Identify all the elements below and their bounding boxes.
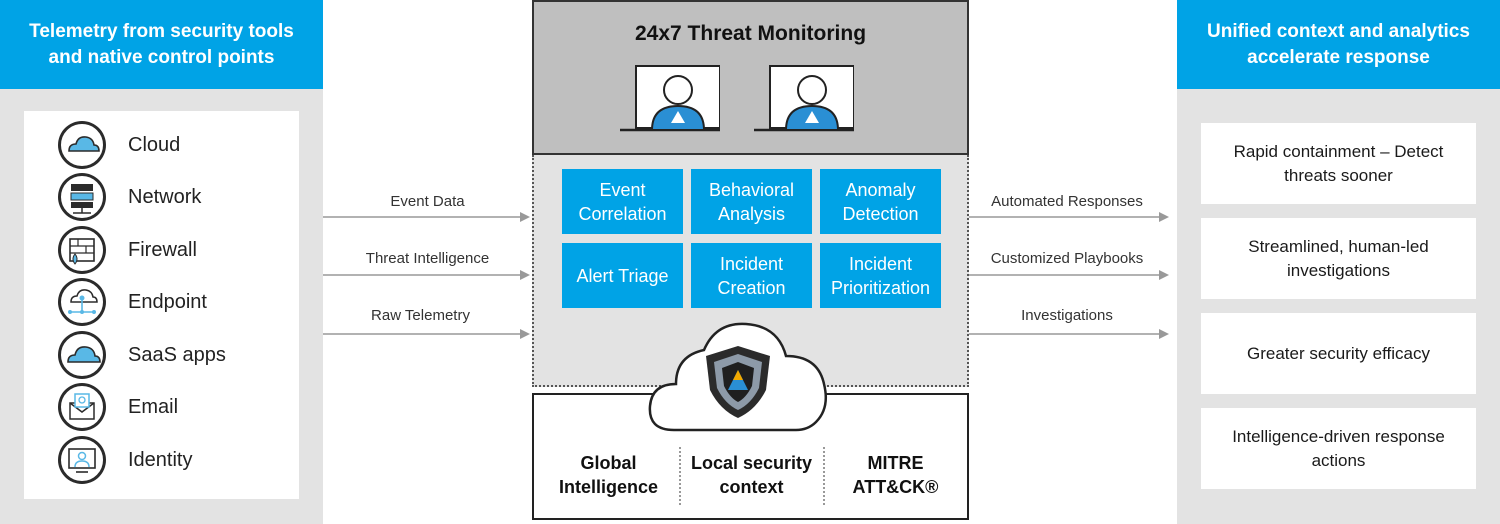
intel-mitre: MITRE ATT&CK®: [852, 453, 939, 497]
telemetry-header: Telemetry from security tools and native…: [0, 0, 323, 89]
source-item-firewall: Firewall: [58, 226, 197, 274]
intel-global: Global Intelligence: [558, 453, 659, 497]
input-label-threat-intelligence: Threat Intelligence: [365, 250, 490, 267]
source-item-network: Network: [58, 173, 201, 221]
telemetry-panel: Telemetry from security tools and native…: [0, 0, 323, 524]
source-label-cloud: Cloud: [128, 133, 181, 156]
analyst-monitor-icon: [754, 65, 854, 132]
intelligence-box: Global Intelligence Local security conte…: [532, 393, 969, 520]
input-label-raw-telemetry: Raw Telemetry: [371, 307, 470, 324]
source-label-firewall: Firewall: [128, 238, 197, 261]
firewall-icon: [58, 226, 106, 274]
source-label-saas: SaaS apps: [128, 343, 226, 366]
response-header: Unified context and analytics accelerate…: [1177, 0, 1500, 89]
output-arrow-customized-playbooks: [969, 270, 1169, 280]
source-label-identity: Identity: [128, 448, 193, 471]
output-label-customized-playbooks: Customized Playbooks: [990, 250, 1144, 267]
outcome-rapid-containment: Rapid containment – Detect threats soone…: [1201, 123, 1476, 204]
source-item-email: Email: [58, 383, 178, 431]
cloud-icon: [58, 121, 106, 169]
outcome-intelligence-driven: Intelligence-driven response actions: [1201, 408, 1476, 489]
telemetry-source-list: Cloud Network Firewall: [24, 111, 299, 499]
function-incident-prioritization: Incident Prioritization: [820, 243, 941, 308]
saas-cloud-icon: [58, 331, 106, 379]
source-item-endpoint: Endpoint: [58, 278, 207, 326]
threat-monitoring-box: 24x7 Threat Monitoring: [532, 0, 969, 155]
shield-cloud-icon: [648, 322, 827, 432]
output-label-investigations: Investigations: [1021, 307, 1113, 324]
function-event-correlation: Event Correlation: [562, 169, 683, 234]
input-arrow-threat-intelligence: [323, 270, 530, 280]
outcome-streamlined-investigations: Streamlined, human-led investigations: [1201, 218, 1476, 299]
source-item-identity: Identity: [58, 436, 192, 484]
source-label-endpoint: Endpoint: [128, 290, 207, 313]
server-icon: [58, 173, 106, 221]
function-anomaly-detection: Anomaly Detection: [820, 169, 941, 234]
output-arrow-investigations: [969, 329, 1169, 339]
output-label-automated-responses: Automated Responses: [991, 193, 1143, 210]
function-incident-creation: Incident Creation: [691, 243, 812, 308]
input-label-event-data: Event Data: [390, 193, 465, 210]
source-label-network: Network: [128, 185, 202, 208]
intel-divider: [823, 447, 825, 505]
input-arrow-raw-telemetry: [323, 329, 530, 339]
source-item-saas: SaaS apps: [58, 331, 226, 379]
response-panel: Unified context and analytics accelerate…: [1177, 0, 1500, 524]
source-item-cloud: Cloud: [58, 121, 180, 169]
intel-divider: [679, 447, 681, 505]
source-label-email: Email: [128, 395, 179, 418]
function-alert-triage: Alert Triage: [562, 243, 683, 308]
endpoint-icon: [58, 278, 106, 326]
threat-monitoring-title: 24x7 Threat Monitoring: [634, 22, 867, 45]
analyst-monitor-icon: [620, 65, 720, 132]
identity-icon: [58, 436, 106, 484]
email-icon: [58, 383, 106, 431]
outcome-security-efficacy: Greater security efficacy: [1201, 313, 1476, 394]
intel-local: Local security context: [690, 453, 813, 497]
input-arrow-event-data: [323, 212, 530, 222]
function-behavioral-analysis: Behavioral Analysis: [691, 169, 812, 234]
output-arrow-automated-responses: [969, 212, 1169, 222]
